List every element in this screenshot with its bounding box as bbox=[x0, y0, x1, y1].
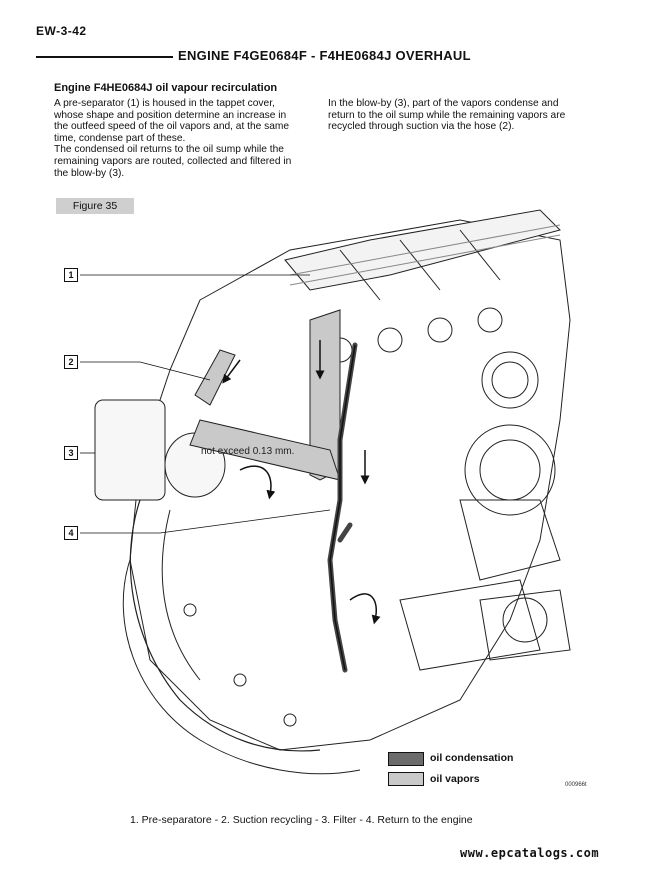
footer-url: www.epcatalogs.com bbox=[460, 846, 600, 860]
text-line: recycled through suction via the hose (2… bbox=[328, 121, 515, 133]
header-rule bbox=[36, 56, 173, 58]
header-title: ENGINE F4GE0684F - F4HE0684J OVERHAUL bbox=[178, 48, 471, 63]
figure-label: Figure 35 bbox=[56, 198, 134, 214]
text-line: whose shape and position determine an in… bbox=[54, 109, 287, 121]
legend-swatch-vapors bbox=[388, 772, 424, 786]
text-line: the blow-by (3). bbox=[54, 167, 125, 179]
callout-2: 2 bbox=[64, 355, 78, 369]
text-line: The condensed oil returns to the oil sum… bbox=[54, 144, 284, 156]
figure-caption: 1. Pre-separatore - 2. Suction recycling… bbox=[130, 814, 473, 826]
engine-drawing bbox=[80, 209, 571, 775]
text-column-left: A pre-separator (1) is housed in the tap… bbox=[54, 98, 306, 179]
text-column-right: In the blow-by (3), part of the vapors c… bbox=[328, 98, 582, 133]
text-line: time, condense part of these. bbox=[54, 132, 186, 144]
callout-4: 4 bbox=[64, 526, 78, 540]
legend-swatch-condensation bbox=[388, 752, 424, 766]
text-line: A pre-separator (1) is housed in the tap… bbox=[54, 98, 275, 109]
text-line: remaining vapors are routed, collected a… bbox=[54, 155, 292, 167]
callout-3: 3 bbox=[64, 446, 78, 460]
text-line: In the blow-by (3), part of the vapors c… bbox=[328, 98, 559, 109]
page-number: EW-3-42 bbox=[36, 24, 87, 38]
legend-label-vapors: oil vapors bbox=[430, 773, 480, 785]
text-line: the outfeed speed of the oil vapors and,… bbox=[54, 121, 290, 133]
section-title: Engine F4HE0684J oil vapour recirculatio… bbox=[54, 82, 278, 94]
text-line: return to the oil sump while the remaini… bbox=[328, 109, 566, 121]
callout-1: 1 bbox=[64, 268, 78, 282]
legend-label-condensation: oil condensation bbox=[430, 752, 514, 764]
figure-code: 000966t bbox=[565, 782, 587, 788]
overlay-text: not exceed 0.13 mm. bbox=[201, 446, 295, 457]
